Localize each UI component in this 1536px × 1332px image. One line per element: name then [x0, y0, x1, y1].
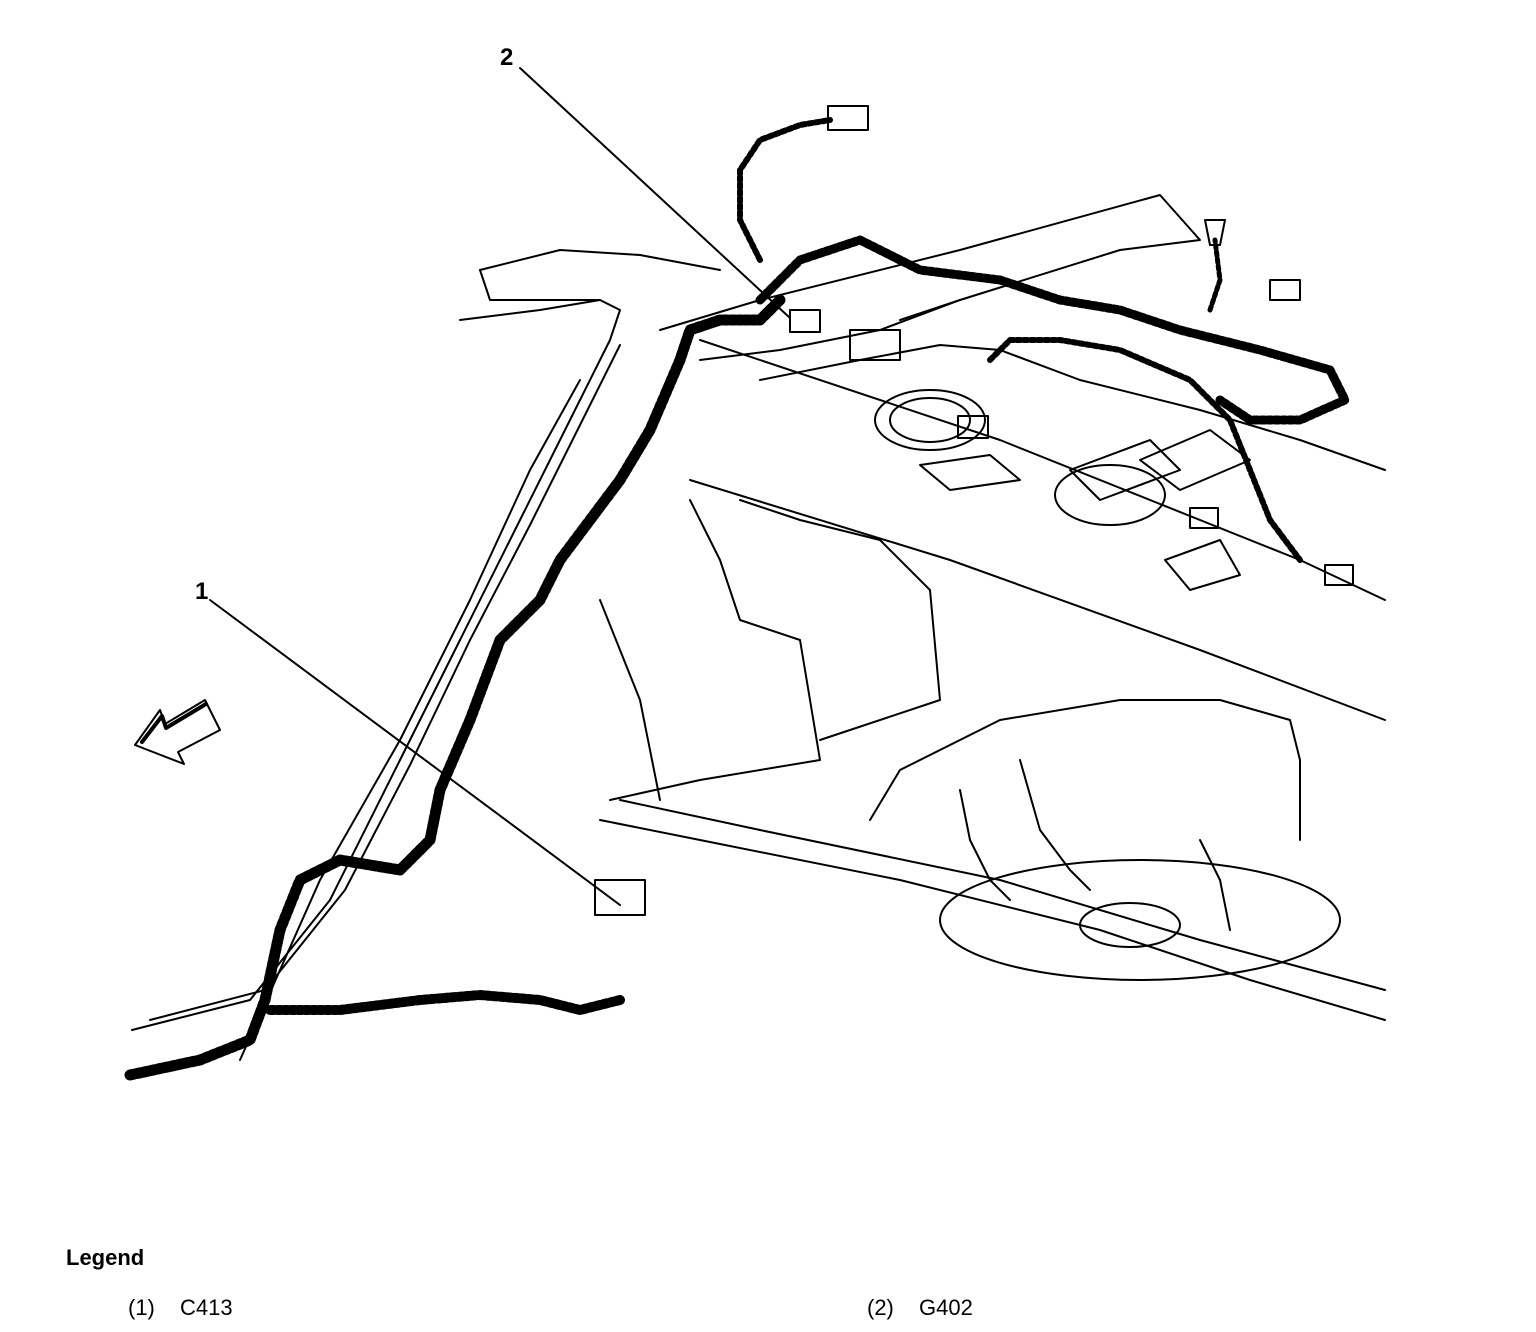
legend-item-2: (2) G402 — [867, 1295, 973, 1321]
vehicle-wiring-diagram — [124, 67, 1386, 1081]
callout-1: 1 — [195, 578, 209, 605]
quarter-panel — [131, 249, 721, 1061]
wiring-harness — [124, 117, 1350, 1081]
legend-item-number: (1) — [128, 1295, 155, 1320]
leader-line-1 — [209, 599, 621, 906]
legend-title: Legend — [66, 1245, 145, 1270]
wheel-house — [599, 499, 941, 801]
leader-line-2 — [519, 67, 791, 319]
rear-compartment-panel — [659, 194, 1386, 721]
callout-2: 2 — [500, 44, 514, 71]
legend-item-number: (2) — [867, 1295, 894, 1320]
leader-lines — [209, 67, 791, 906]
trunk-floor — [599, 699, 1386, 1021]
direction-arrow-icon — [134, 699, 221, 765]
connectors — [594, 105, 1354, 916]
legend-item-label: G402 — [919, 1295, 973, 1320]
legend-item-label: C413 — [180, 1295, 233, 1320]
legend-item-1: (1) C413 — [128, 1295, 233, 1321]
